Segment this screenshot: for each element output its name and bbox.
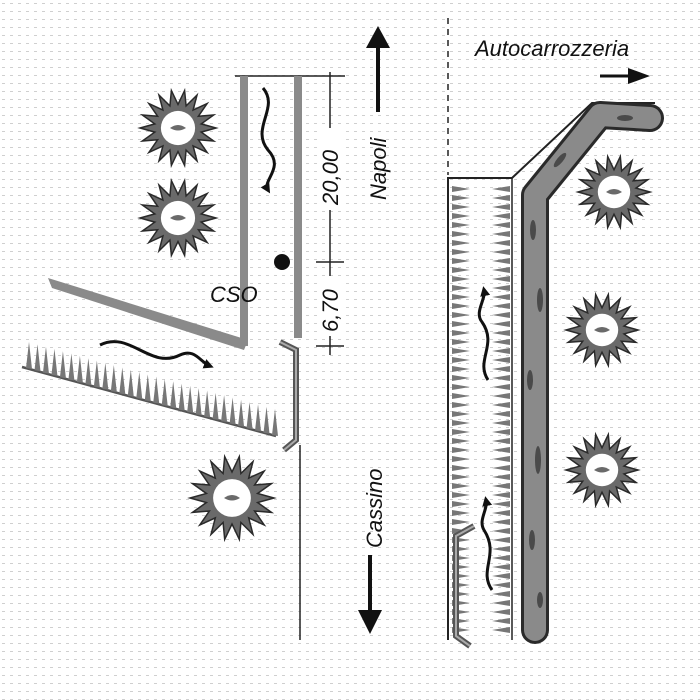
shrub-icon <box>575 153 653 231</box>
cso-label: CSO <box>210 282 258 307</box>
ditch-edge <box>21 365 277 438</box>
cassino-arrow-head <box>358 610 382 634</box>
cso-point <box>274 254 290 270</box>
strip-grass <box>452 186 510 633</box>
cassino-label: Cassino <box>362 469 387 548</box>
napoli-arrow-head <box>366 26 390 48</box>
autocarrozzeria-label: Autocarrozzeria <box>473 36 629 61</box>
flow-arrow-channel <box>260 87 276 194</box>
shrub-icon <box>137 177 219 259</box>
channel-wall-right <box>294 76 302 338</box>
shrubs <box>137 87 653 543</box>
diagonal-channel-wall <box>48 278 248 350</box>
dimension-lower-label: 6,70 <box>318 288 343 332</box>
shrub-icon <box>563 431 641 509</box>
shrub-icon <box>187 453 277 543</box>
drain-mottling <box>527 115 633 608</box>
dimension-upper-label: 20,00 <box>318 149 343 206</box>
ditch-grass <box>26 342 278 436</box>
flow-arrow-ditch <box>99 340 214 369</box>
autocarrozzeria-arrow-head <box>628 68 650 84</box>
shrub-icon <box>137 87 219 169</box>
napoli-label: Napoli <box>366 137 391 200</box>
flow-arrow-strip-upper <box>477 286 491 381</box>
shrub-icon <box>563 291 641 369</box>
channel-wall-left <box>240 76 248 346</box>
flow-arrow-strip-lower <box>480 496 494 591</box>
